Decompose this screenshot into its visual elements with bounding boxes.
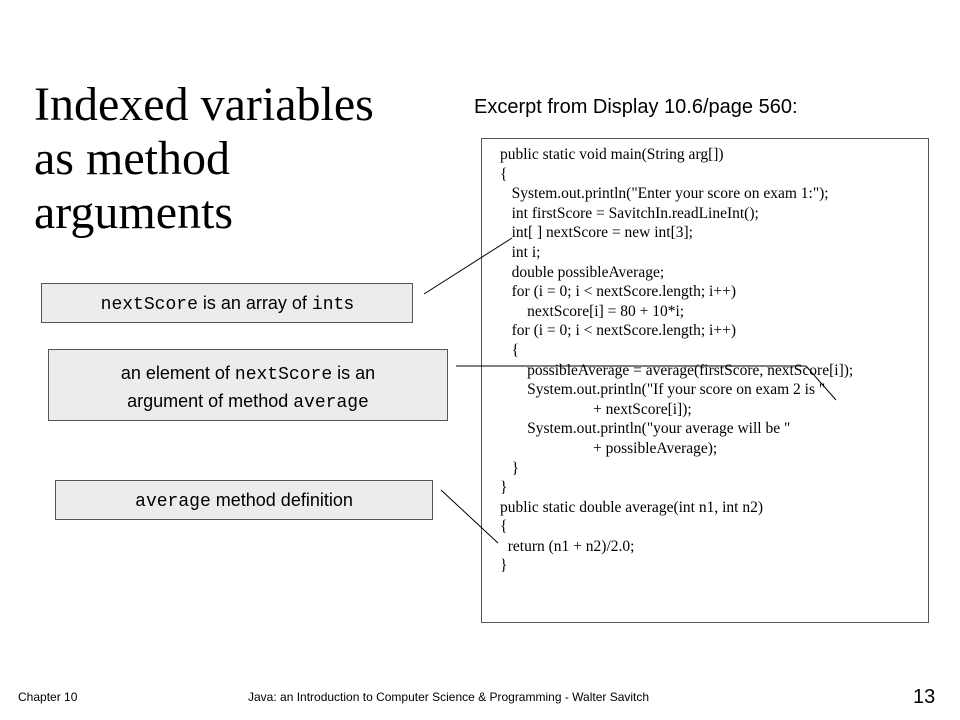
excerpt-label: Excerpt from Display 10.6/page 560: xyxy=(474,96,798,118)
page-number: 13 xyxy=(913,686,936,708)
code-line: { xyxy=(500,341,520,359)
callout-text: method definition xyxy=(210,490,353,510)
code-line: int[ ] nextScore = new int[3]; xyxy=(500,224,693,242)
title-line: Indexed variables xyxy=(34,78,374,131)
callout-line: argument of method average xyxy=(49,388,447,416)
callout-code: nextScore xyxy=(234,365,333,385)
code-line: + nextScore[i]); xyxy=(500,400,692,418)
code-box: public static void main(String arg[]) { S… xyxy=(481,138,929,623)
code-line: } xyxy=(500,459,520,477)
code-listing: public static void main(String arg[]) { S… xyxy=(500,145,853,576)
code-line: for (i = 0; i < nextScore.length; i++) xyxy=(500,283,736,301)
callout-text: argument of method xyxy=(127,391,294,411)
code-line: for (i = 0; i < nextScore.length; i++) xyxy=(500,322,736,340)
code-line: } xyxy=(500,479,508,497)
code-line: + possibleAverage); xyxy=(500,439,718,457)
code-line: System.out.println("If your score on exa… xyxy=(500,381,826,399)
callout-text: an element of xyxy=(120,363,235,383)
code-line: } xyxy=(500,557,508,575)
code-line: int firstScore = SavitchIn.readLineInt()… xyxy=(500,204,759,222)
code-line: { xyxy=(500,518,508,536)
footer-chapter: Chapter 10 xyxy=(18,690,78,704)
callout-text: is an xyxy=(332,363,376,383)
code-line: System.out.println("your average will be… xyxy=(500,420,791,438)
code-line: public static void main(String arg[]) xyxy=(500,146,724,163)
callout-text: s xyxy=(344,293,354,313)
title-line: arguments xyxy=(34,186,234,239)
code-line: public static double average(int n1, int… xyxy=(500,498,763,516)
callout-element: an element of nextScore is an argument o… xyxy=(48,349,448,421)
callout-code: average xyxy=(293,393,369,413)
code-line: return (n1 + n2)/2.0; xyxy=(500,537,635,555)
slide-title: Indexed variables as method arguments xyxy=(34,78,454,240)
footer-credit: Java: an Introduction to Computer Scienc… xyxy=(248,690,650,704)
code-line: System.out.println("Enter your score on … xyxy=(500,185,829,203)
code-line: int i; xyxy=(500,243,541,261)
callout-code: nextScore xyxy=(100,295,198,315)
callout-array: nextScore is an array of ints xyxy=(41,283,413,323)
code-line: possibleAverage = average(firstScore, ne… xyxy=(500,361,854,379)
callout-code: int xyxy=(311,295,345,315)
code-line: double possibleAverage; xyxy=(500,263,665,281)
code-line: { xyxy=(500,165,508,183)
title-line: as method xyxy=(34,132,230,185)
callout-code: average xyxy=(135,492,211,512)
callout-text: is an array of xyxy=(197,293,312,313)
callout-definition: average method definition xyxy=(55,480,433,520)
code-line: nextScore[i] = 80 + 10*i; xyxy=(500,302,685,320)
callout-line: an element of nextScore is an xyxy=(49,360,447,388)
